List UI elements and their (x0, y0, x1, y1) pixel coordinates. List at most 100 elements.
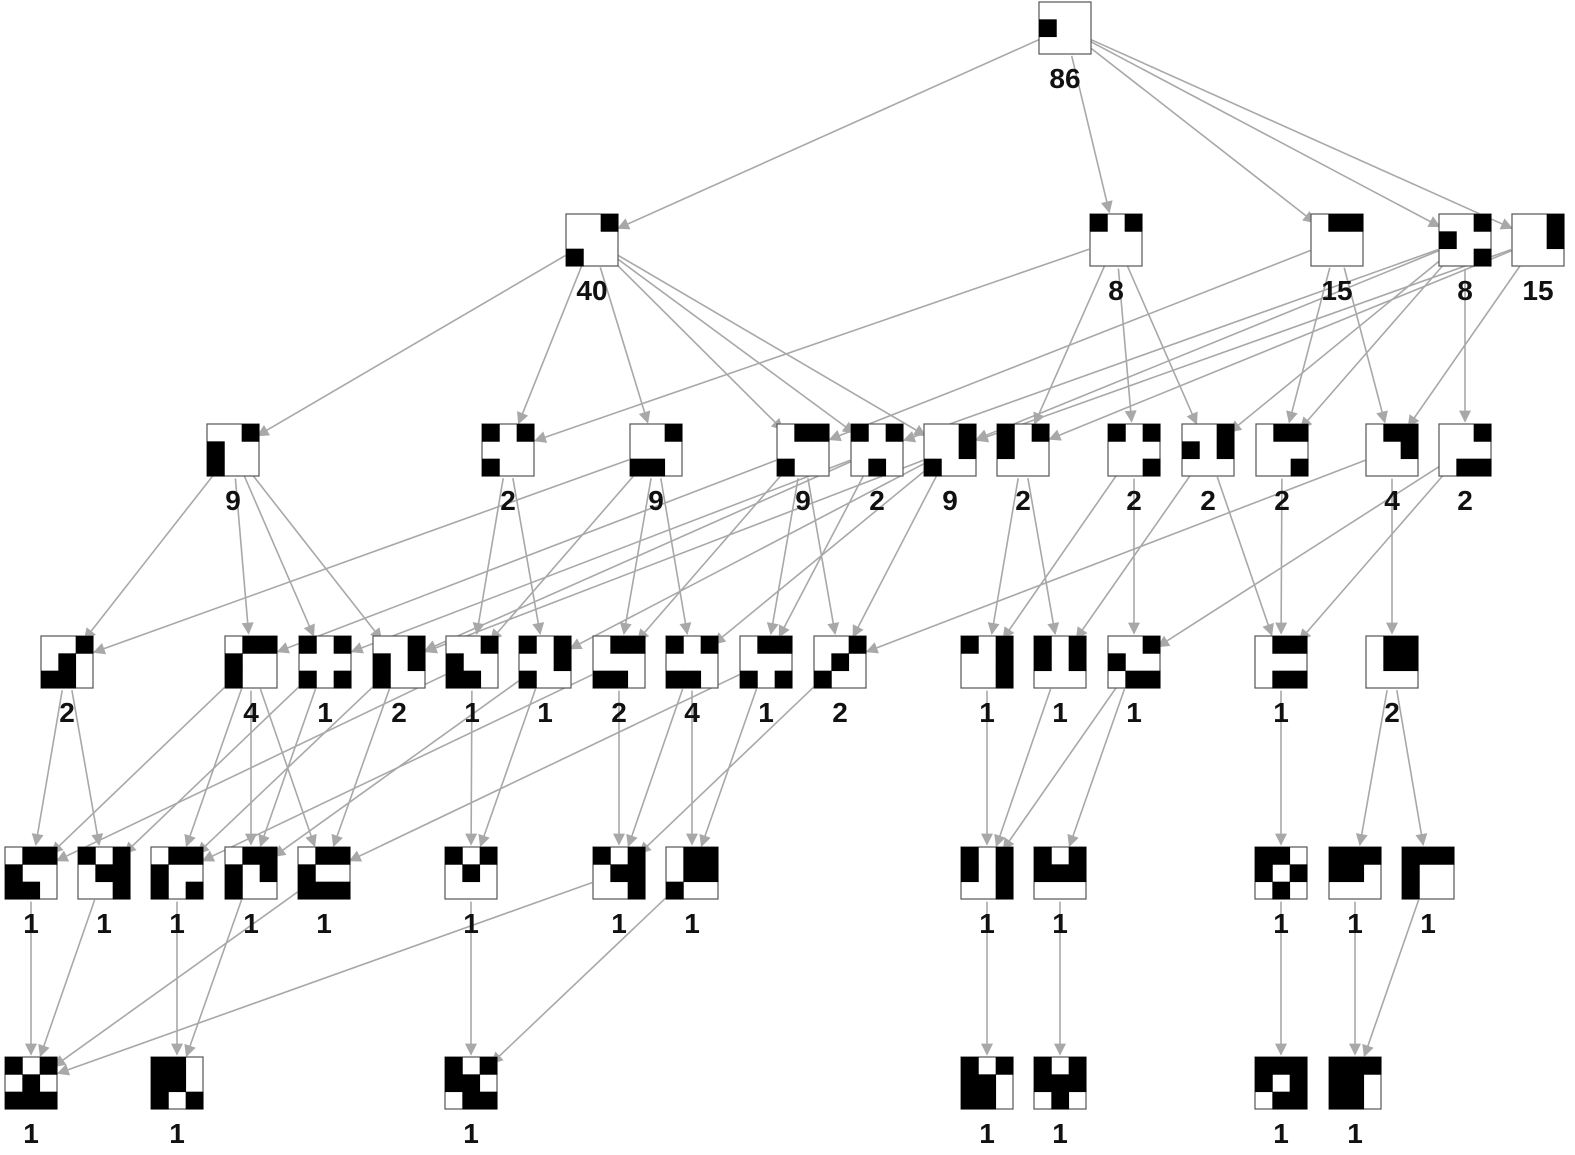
filled-cell (1289, 1057, 1308, 1075)
edge-b3-c10 (1286, 267, 1331, 424)
filled-cell (75, 636, 94, 654)
node-count-label: 1 (611, 908, 627, 939)
node-e10: 1 (1033, 846, 1087, 939)
node-c12: 2 (1438, 423, 1492, 516)
filled-cell (995, 847, 1014, 865)
filled-cell (1255, 1057, 1273, 1075)
filled-cell (1272, 670, 1291, 689)
node-count-label: 1 (96, 908, 112, 939)
filled-cell (1346, 864, 1365, 883)
node-d4: 2 (372, 635, 426, 728)
filled-cell (1473, 424, 1492, 442)
edge-d4-e3 (196, 681, 379, 855)
filled-cell (332, 847, 351, 865)
edge-b2-c8 (1117, 268, 1137, 423)
edge-c2-d5 (472, 478, 504, 635)
node-f7: 1 (1328, 1056, 1382, 1149)
filled-cell (961, 636, 979, 654)
node-c10: 2 (1255, 423, 1309, 516)
edge-d9-e5 (348, 673, 741, 862)
filled-cell (241, 424, 260, 442)
filled-cell (225, 881, 243, 900)
node-count-label: 2 (832, 697, 848, 728)
edge-d5-e6 (465, 690, 478, 846)
filled-cell (22, 1074, 41, 1093)
filled-cell (627, 881, 646, 900)
node-count-label: 2 (1015, 485, 1031, 516)
filled-cell (811, 424, 830, 442)
filled-cell (1142, 636, 1161, 654)
node-b4: 8 (1438, 213, 1492, 306)
node-d1: 2 (40, 635, 94, 728)
node-count-label: 1 (979, 1118, 995, 1149)
edge-a-b5 (1090, 38, 1513, 230)
node-count-label: 2 (1126, 485, 1142, 516)
node-count-label: 1 (537, 697, 553, 728)
edge-e5-f1 (53, 889, 302, 1067)
filled-cell (958, 441, 977, 460)
filled-cell (1439, 231, 1457, 250)
filled-cell (814, 670, 832, 689)
filled-cell (5, 881, 23, 900)
edge-d8-e7 (626, 688, 684, 848)
edge-d2-e1 (50, 681, 231, 855)
node-count-label: 4 (243, 697, 259, 728)
node-count-label: 8 (1457, 275, 1473, 306)
edge-b1-c3 (599, 267, 651, 424)
filled-cell (1402, 864, 1420, 883)
filled-cell (445, 1074, 463, 1093)
filled-cell (39, 1091, 58, 1110)
filled-cell (995, 670, 1014, 689)
filled-cell (185, 1091, 204, 1110)
filled-cell (995, 881, 1014, 900)
node-e7: 1 (592, 846, 646, 939)
filled-cell (1034, 847, 1052, 865)
filled-cell (207, 458, 225, 477)
filled-cell (151, 864, 169, 883)
node-count-label: 1 (463, 908, 479, 939)
edge-c1-d3 (243, 475, 315, 637)
edge-a-b3 (1087, 44, 1316, 224)
filled-cell (259, 847, 278, 865)
node-count-label: 9 (648, 485, 664, 516)
filled-cell (1142, 458, 1161, 477)
filled-cell (445, 1057, 463, 1075)
filled-cell (868, 458, 887, 477)
node-d9: 1 (739, 635, 793, 728)
filled-cell (1031, 424, 1050, 442)
filled-cell (1402, 881, 1420, 900)
filled-cell (225, 670, 243, 689)
node-d6: 1 (518, 635, 572, 728)
filled-cell (479, 847, 498, 865)
filled-cell (1068, 864, 1087, 883)
filled-cell (1329, 864, 1347, 883)
node-count-label: 1 (464, 697, 480, 728)
filled-cell (259, 636, 278, 654)
filled-cell (1039, 19, 1057, 38)
edge-c11-d10 (865, 459, 1366, 654)
filled-cell (961, 1057, 979, 1075)
node-count-label: 1 (1273, 697, 1289, 728)
filled-cell (298, 881, 316, 900)
filled-cell (1273, 424, 1292, 442)
filled-cell (700, 847, 719, 865)
edge-d6-e6 (478, 688, 537, 848)
filled-cell (553, 636, 572, 654)
node-c9: 2 (1181, 423, 1235, 516)
edge-d13-e9 (1002, 685, 1119, 851)
filled-cell (333, 670, 352, 689)
filled-cell (185, 881, 204, 900)
filled-cell (151, 881, 169, 900)
node-d3: 1 (298, 635, 352, 728)
node-f4: 1 (960, 1056, 1014, 1149)
node-count-label: 9 (225, 485, 241, 516)
node-count-label: 2 (1457, 485, 1473, 516)
filled-cell (593, 670, 611, 689)
edge-e8-f3 (490, 892, 672, 1065)
node-d7: 2 (592, 635, 646, 728)
node-d8: 4 (665, 635, 719, 728)
node-e11: 1 (1254, 846, 1308, 939)
filled-cell (407, 636, 426, 654)
edge-c9-d14 (1216, 476, 1274, 637)
